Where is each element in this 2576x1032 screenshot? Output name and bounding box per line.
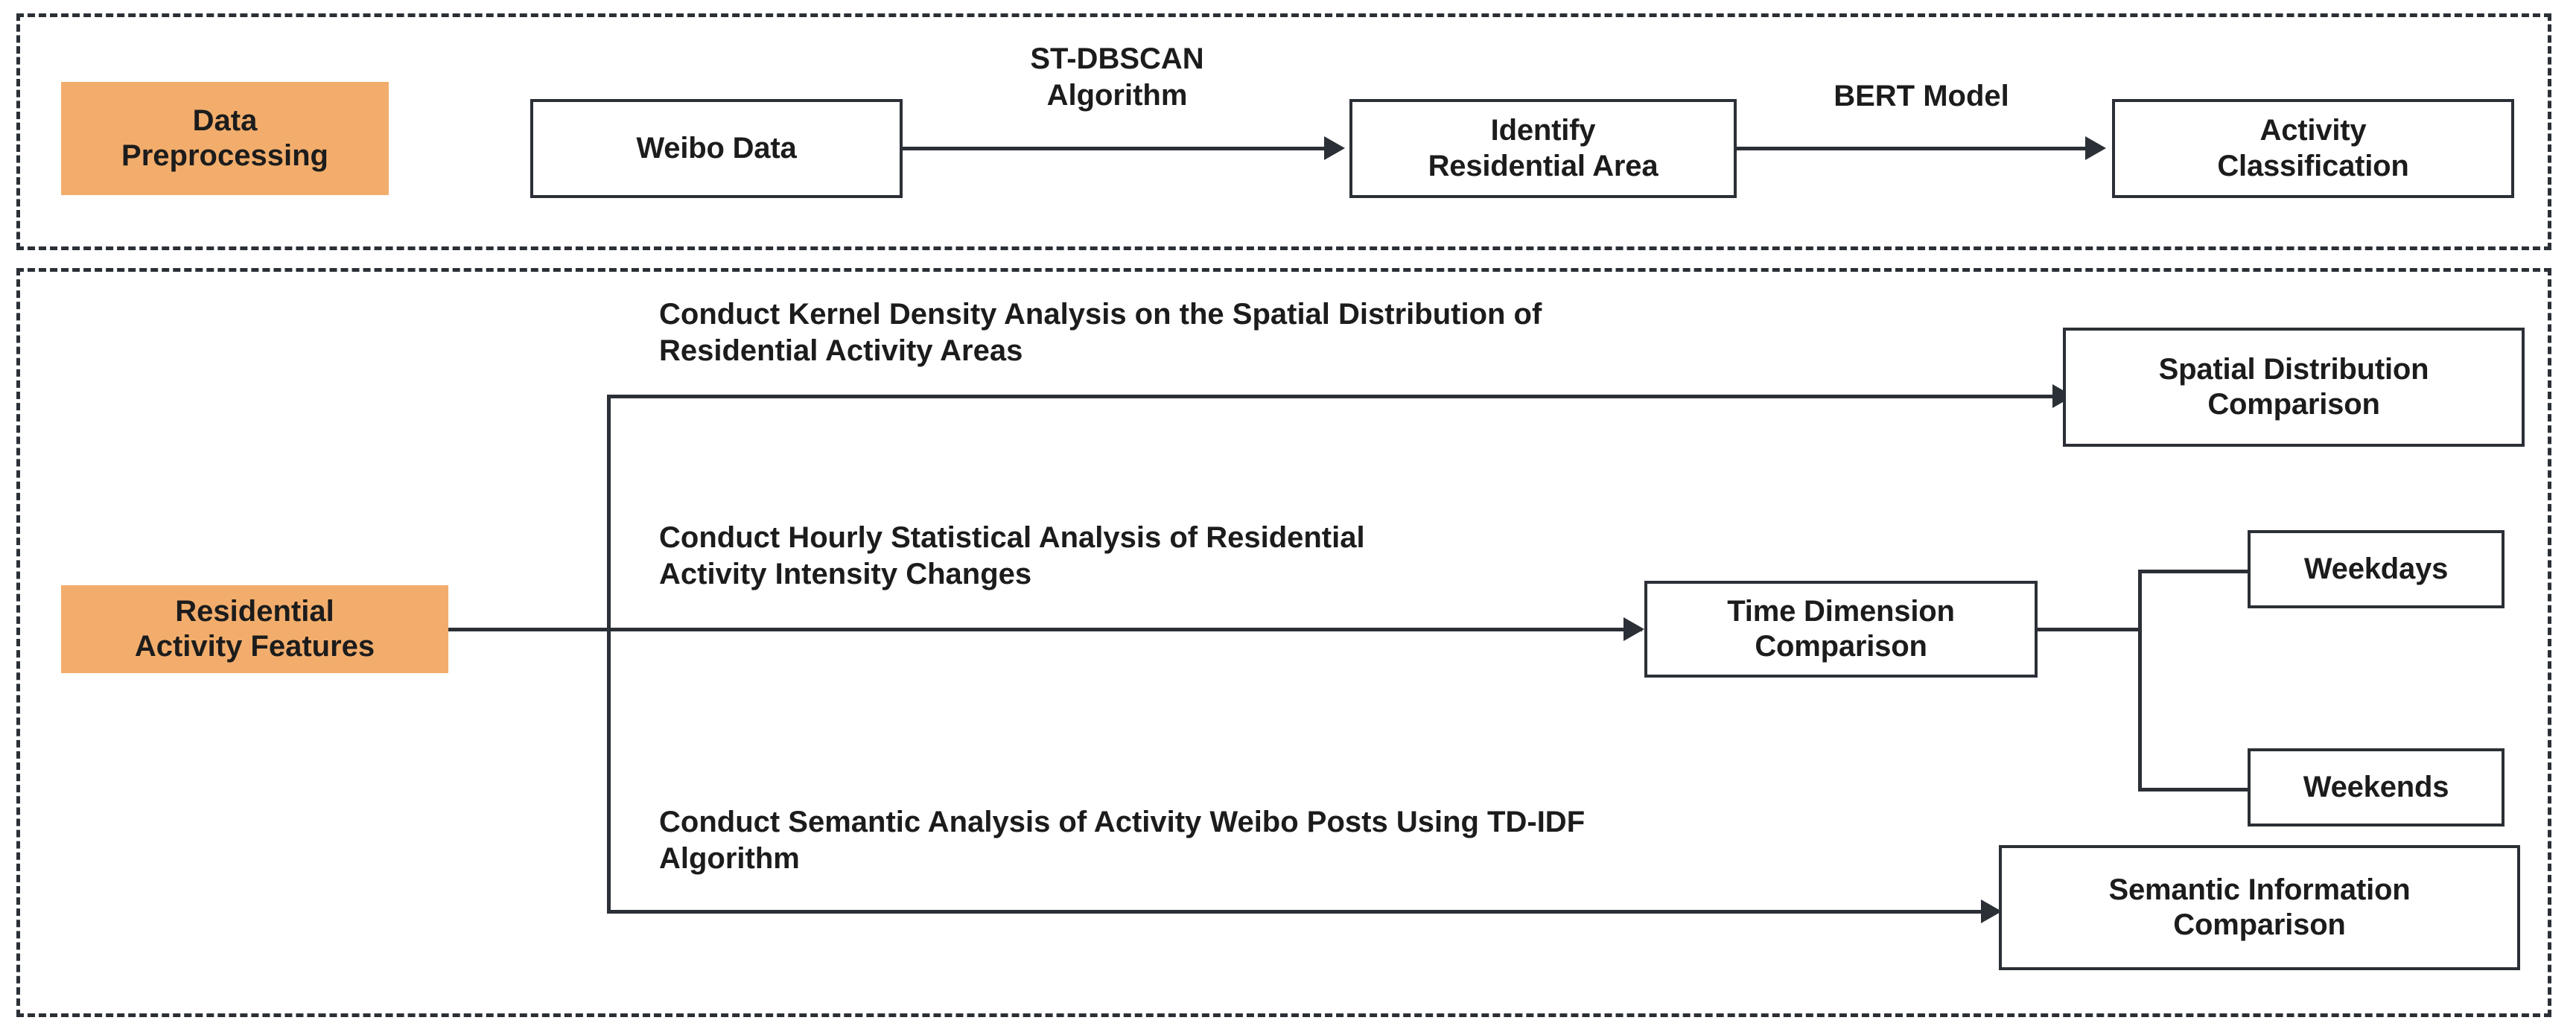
section-label-residential-activity-features[interactable]: Residential Activity Features	[61, 585, 448, 673]
edge-time-dimension-stem	[2038, 628, 2142, 631]
node-identify-residential-area-label: Identify Residential Area	[1428, 114, 1659, 182]
node-activity-classification-label: Activity Classification	[2217, 114, 2409, 182]
edge-label-st-dbscan: ST-DBSCAN Algorithm	[1030, 42, 1204, 112]
node-time-dimension-comparison[interactable]: Time Dimension Comparison	[1644, 581, 2038, 678]
node-identify-residential-area[interactable]: Identify Residential Area	[1349, 99, 1737, 198]
branch-description-semantic-analysis: Conduct Semantic Analysis of Activity We…	[659, 806, 1586, 875]
section-label-residential-activity-features-text: Residential Activity Features	[134, 594, 375, 663]
arrowhead-branch3-to-semantic	[1981, 899, 2002, 923]
section-label-data-preprocessing-text: Data Preprocessing	[121, 103, 328, 172]
panel-residential-activity-features	[16, 268, 2551, 1017]
node-spatial-distribution-comparison[interactable]: Spatial Distribution Comparison	[2063, 328, 2525, 447]
node-spatial-distribution-comparison-label: Spatial Distribution Comparison	[2158, 352, 2429, 421]
node-time-dimension-comparison-label: Time Dimension Comparison	[1727, 594, 1955, 663]
node-weibo-data[interactable]: Weibo Data	[530, 99, 903, 198]
branch-description-hourly-statistics: Conduct Hourly Statistical Analysis of R…	[659, 521, 1365, 590]
edge-branch1-to-spatial	[607, 395, 2055, 398]
edge-label-bert-model: BERT Model	[1834, 80, 2009, 112]
node-semantic-information-comparison[interactable]: Semantic Information Comparison	[1999, 845, 2520, 970]
node-weekends-label: Weekends	[2303, 770, 2449, 803]
branch-description-kernel-density: Conduct Kernel Density Analysis on the S…	[659, 298, 1542, 367]
node-weekdays-label: Weekdays	[2303, 552, 2449, 585]
node-weekends[interactable]: Weekends	[2248, 748, 2505, 826]
panel-data-preprocessing	[16, 13, 2551, 250]
edge-time-dimension-split-bar	[2138, 570, 2142, 791]
edge-weibo-to-identify	[903, 147, 1327, 150]
section-label-data-preprocessing[interactable]: Data Preprocessing	[61, 82, 389, 195]
edge-branch2-to-time-dimension	[607, 628, 1642, 631]
node-weibo-data-label: Weibo Data	[636, 131, 797, 165]
arrowhead-weibo-to-identify	[1324, 136, 1345, 160]
edge-features-trunk	[448, 628, 611, 631]
node-weekdays[interactable]: Weekdays	[2248, 530, 2505, 608]
node-activity-classification[interactable]: Activity Classification	[2112, 99, 2514, 198]
node-semantic-information-comparison-label: Semantic Information Comparison	[2108, 873, 2411, 941]
edge-to-weekdays	[2138, 570, 2254, 573]
edge-to-weekends	[2138, 788, 2254, 791]
arrowhead-branch2-to-time-dimension	[1623, 617, 1644, 641]
edge-branch3-to-semantic	[607, 910, 1985, 914]
edge-identify-to-activity	[1737, 147, 2088, 150]
arrowhead-identify-to-activity	[2085, 136, 2106, 160]
edge-features-split-bar	[607, 395, 611, 914]
